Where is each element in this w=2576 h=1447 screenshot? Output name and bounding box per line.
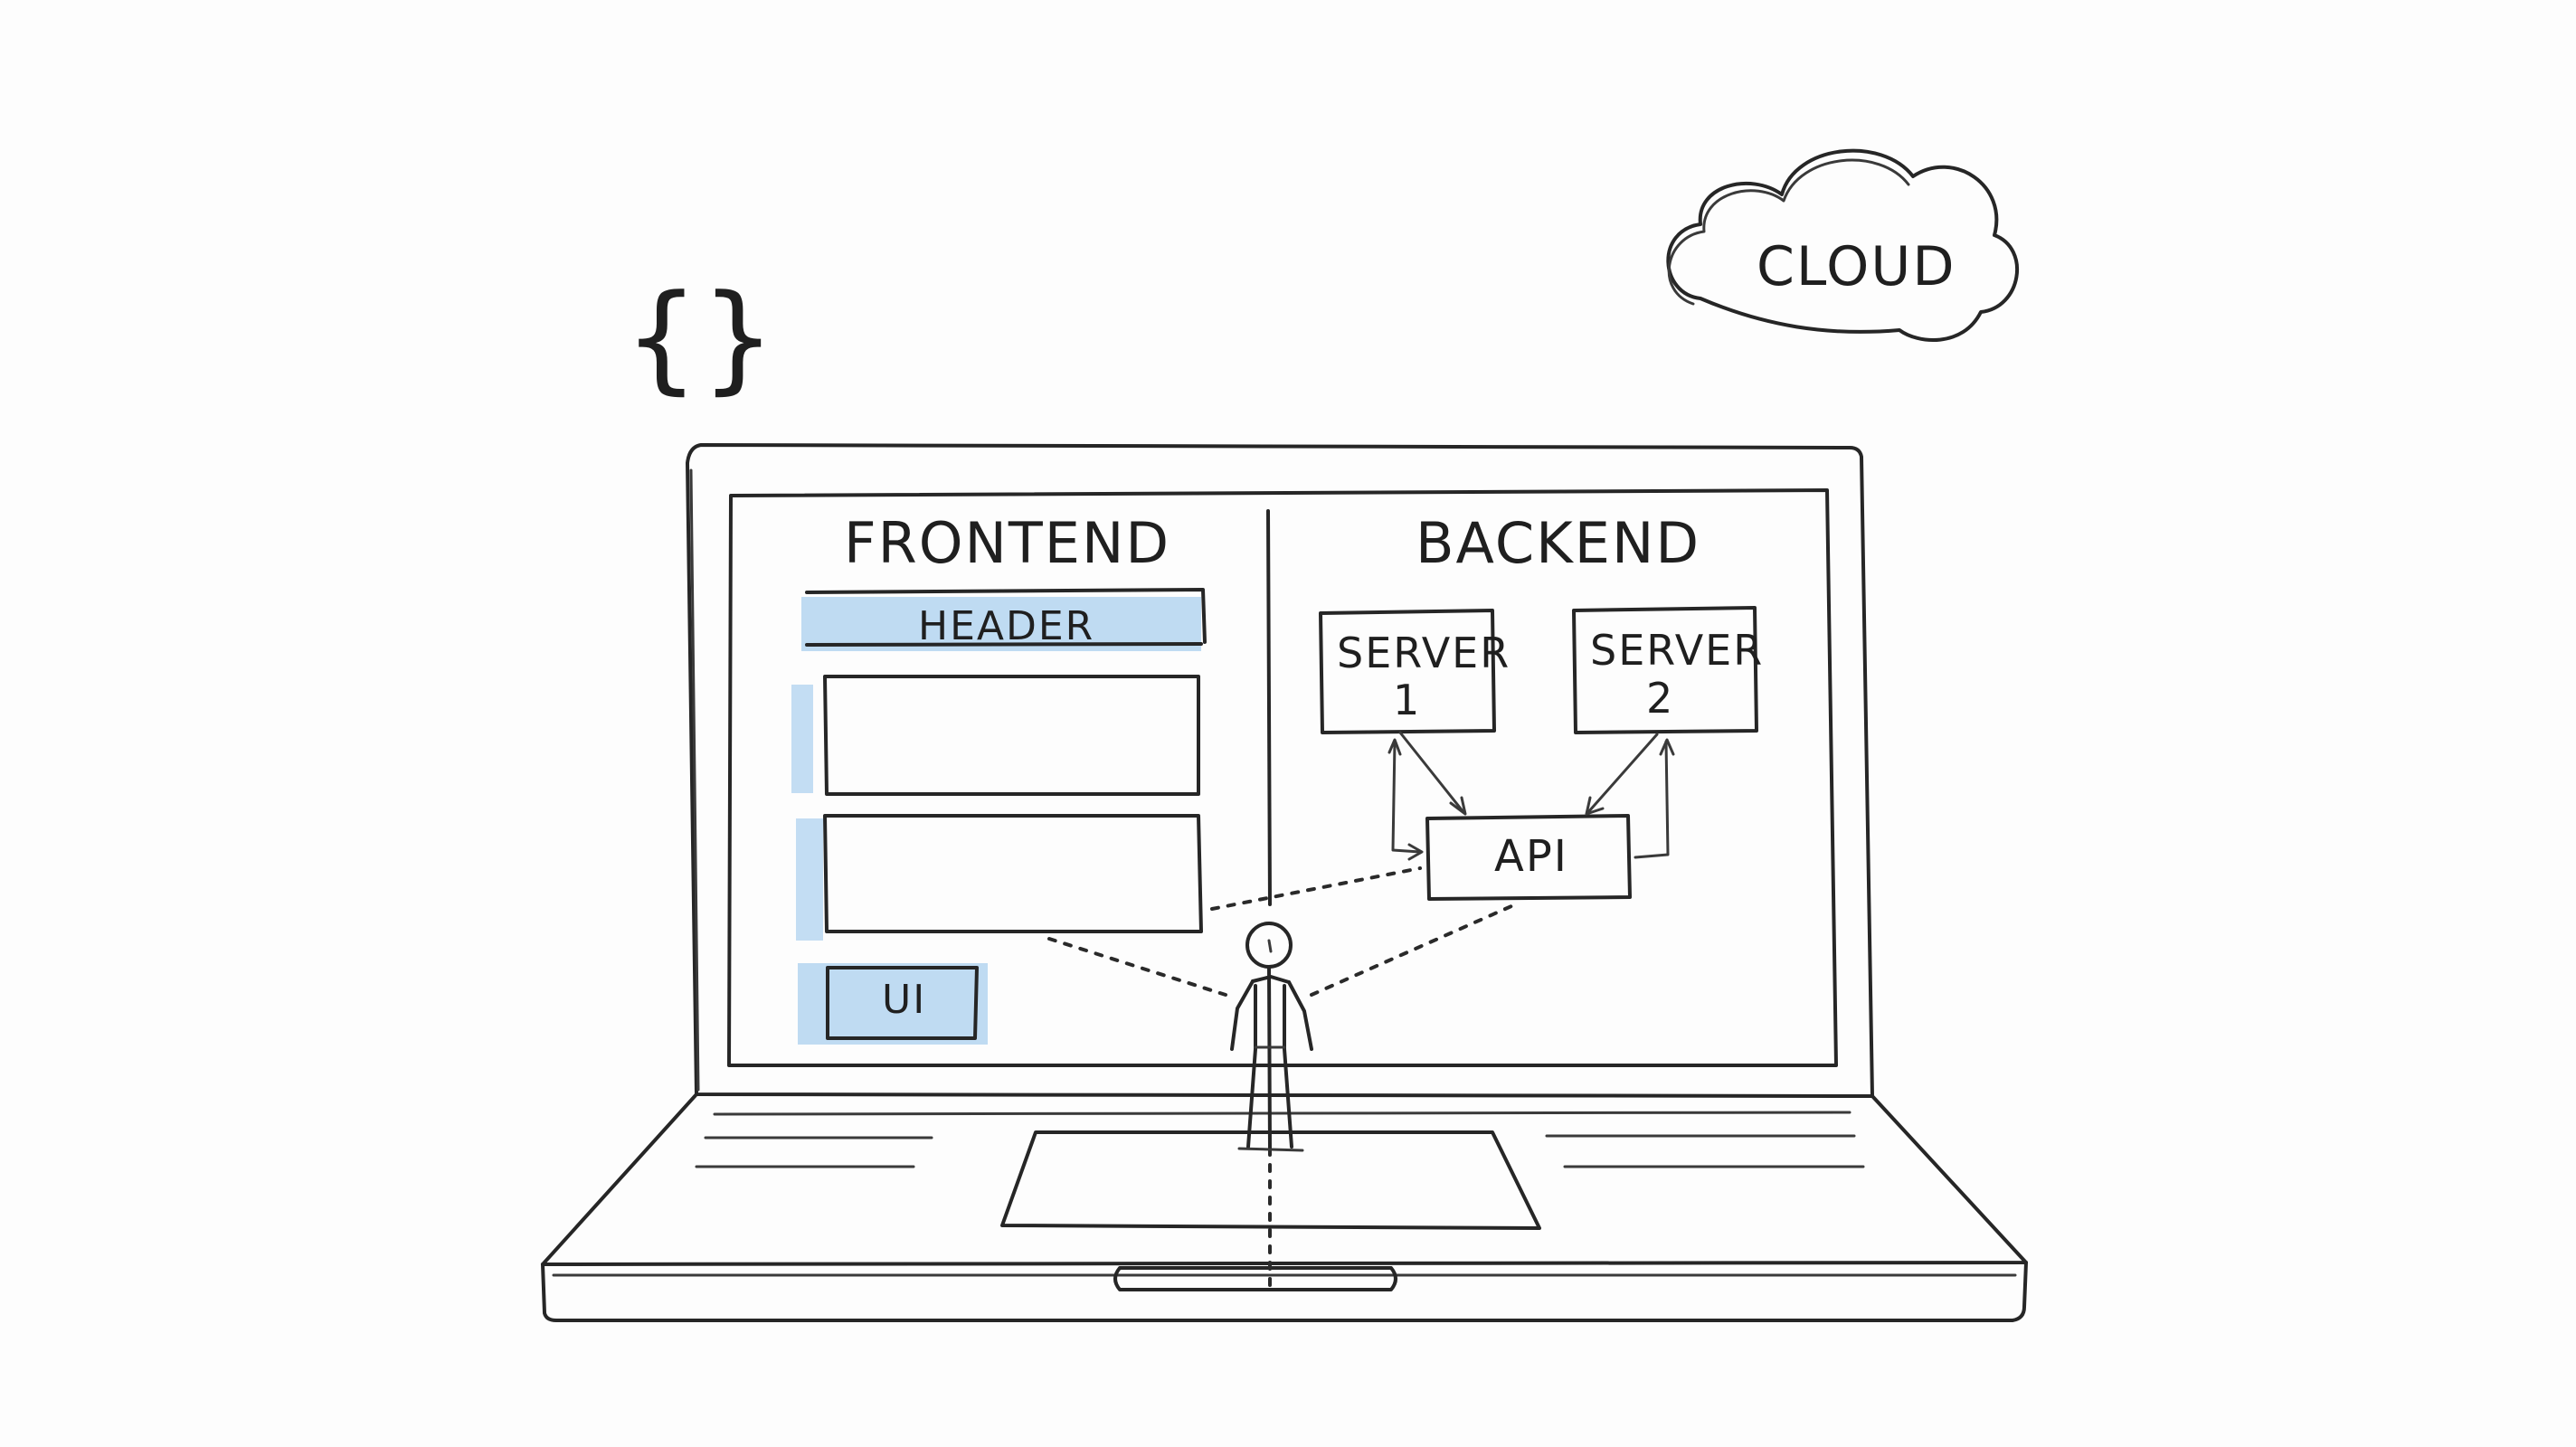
cloud-label: CLOUD: [1757, 235, 1956, 298]
content-block-2-highlight: [796, 818, 823, 941]
header-highlight: [801, 597, 1201, 651]
server-2-label-line1: SERVER: [1590, 626, 1764, 675]
laptop-icon: [541, 443, 2028, 1322]
curly-braces-icon: {}: [624, 269, 777, 406]
backend-title: BACKEND: [1416, 510, 1700, 576]
frontend-backend-divider: [1266, 509, 1272, 906]
server-2-label-line2: 2: [1646, 674, 1674, 723]
server-1-label-line1: SERVER: [1337, 629, 1511, 677]
content-block-1-highlight: [791, 685, 813, 793]
server-api-connectors: [1387, 731, 1675, 861]
cloud-icon: [1666, 148, 2019, 342]
frontend-title: FRONTEND: [844, 510, 1170, 576]
header-box: [805, 588, 1207, 647]
person-icon: [1230, 922, 1313, 1152]
ui-box: [826, 966, 979, 1040]
content-block-2: [823, 814, 1203, 933]
ui-label: UI: [882, 977, 926, 1023]
server-1-label-line2: 1: [1393, 676, 1421, 724]
api-label: API: [1494, 831, 1568, 882]
server-2-box: [1572, 606, 1758, 734]
header-label: HEADER: [918, 603, 1094, 649]
content-block-1: [823, 675, 1200, 796]
dotted-connections: [1047, 866, 1521, 1295]
api-box: [1425, 814, 1632, 901]
server-1-box: [1319, 609, 1496, 734]
